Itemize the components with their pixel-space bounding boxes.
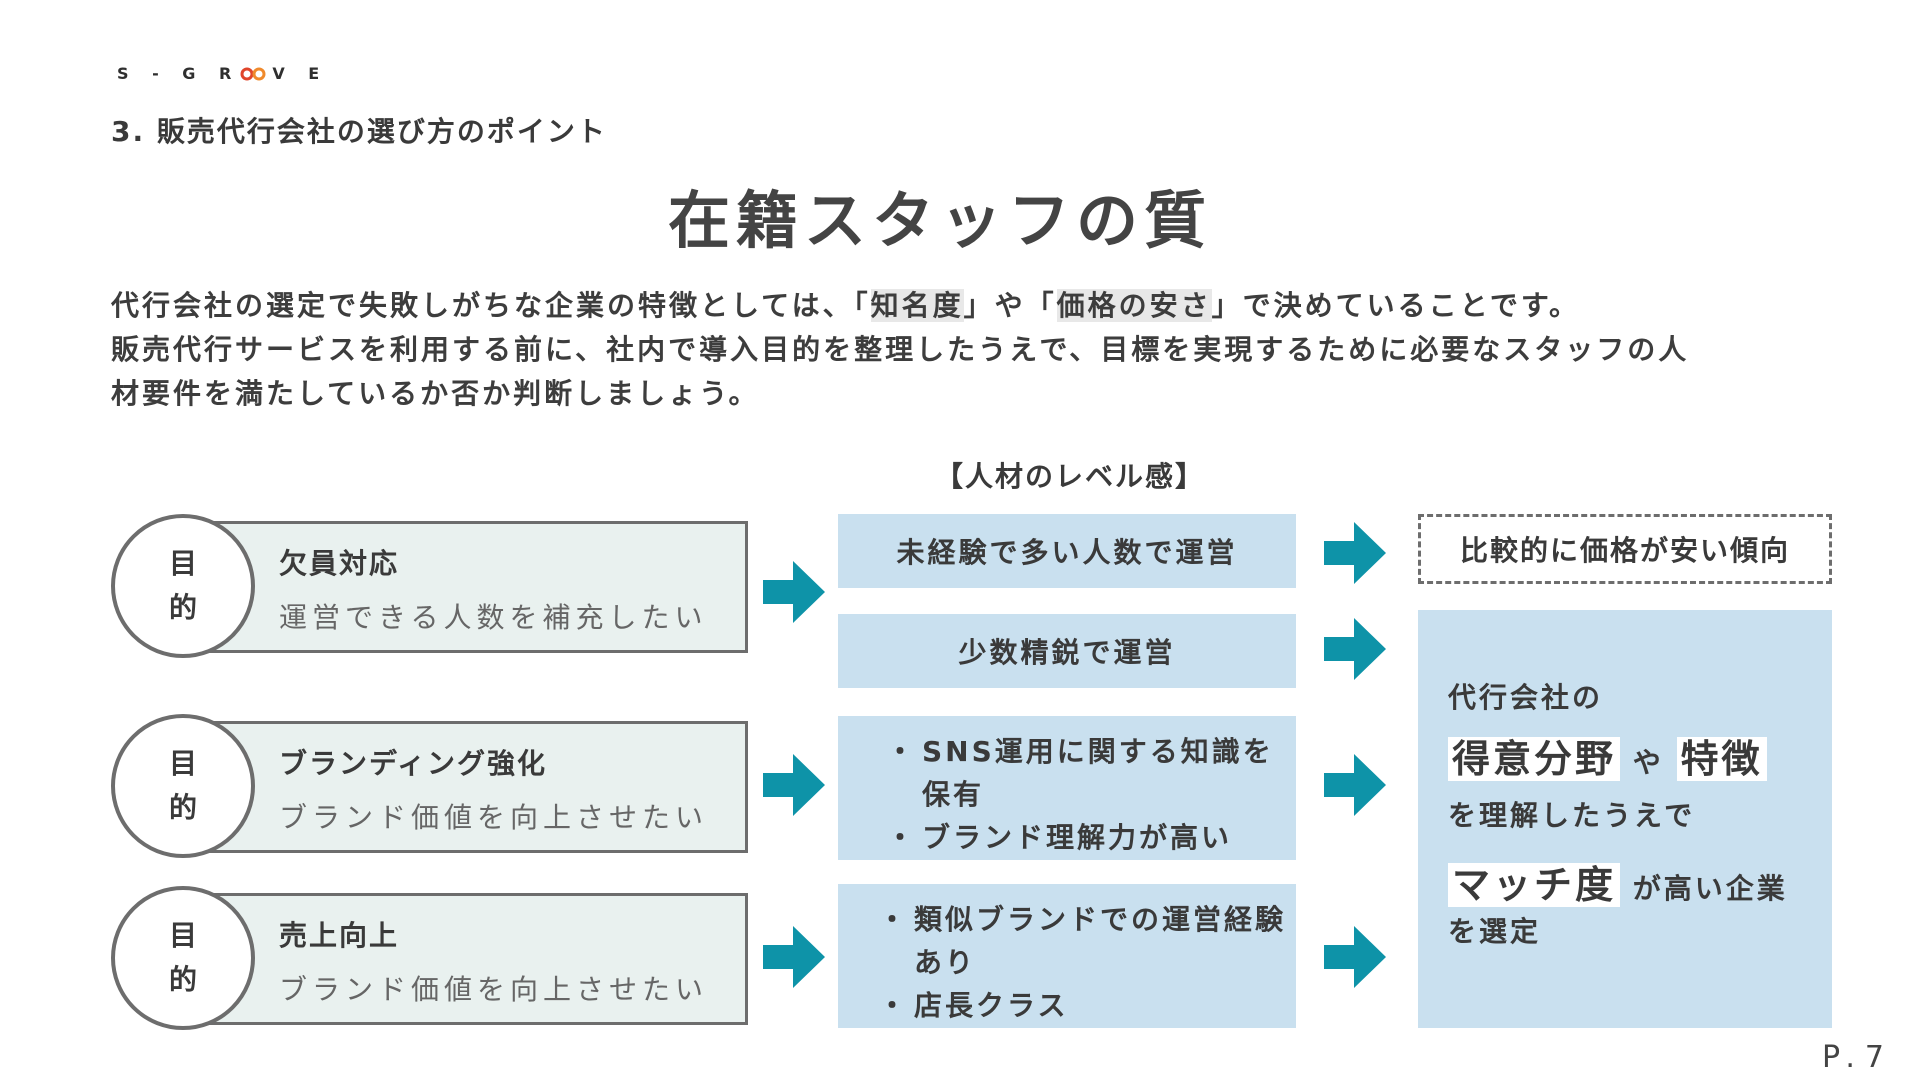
outcome-line-2: 得意分野 や 特徴 xyxy=(1448,728,1767,783)
purpose-badge: 目 的 xyxy=(111,714,255,858)
arrow-right-icon xyxy=(1324,754,1386,816)
purpose-badge: 目 的 xyxy=(111,514,255,658)
purpose-card: 目 的 欠員対応 運営できる人数を補充したい xyxy=(111,514,751,662)
arrow-right-icon xyxy=(763,561,825,623)
outcome-line-4: マッチ度 が高い企業 xyxy=(1448,854,1788,909)
purpose-card: 目 的 ブランディング強化 ブランド価値を向上させたい xyxy=(111,714,751,862)
purpose-badge-line2: 的 xyxy=(168,963,197,996)
purpose-heading: 欠員対応 xyxy=(279,547,400,580)
level-bullet: SNS運用に関する知識を保有 xyxy=(886,730,1296,816)
highlight-name-recognition: 知名度 xyxy=(870,289,964,322)
brand-logo: S - G R V E xyxy=(117,64,328,83)
level-box: 類似ブランドでの運営経験あり 店長クラス xyxy=(838,884,1296,1028)
logo-text-right: V E xyxy=(272,64,329,83)
intro-text: 代行会社の選定で失敗しがちな企業の特徴としては、「知名度」や「価格の安さ」で決め… xyxy=(111,284,1891,416)
highlight-low-price: 価格の安さ xyxy=(1056,289,1212,322)
purpose-badge-line2: 的 xyxy=(168,591,197,624)
intro-line-1-a: 代行会社の選定で失敗しがちな企業の特徴としては、「 xyxy=(111,289,871,322)
intro-line-3: 材要件を満たしているか否か判断しましょう。 xyxy=(111,377,760,410)
level-box: 少数精鋭で運営 xyxy=(838,614,1296,688)
outcome-line-5: を選定 xyxy=(1448,915,1542,948)
level-bullet: 店長クラス xyxy=(878,984,1296,1027)
logo-infinity-icon xyxy=(240,67,266,80)
intro-line-1-c: 」で決めていることです。 xyxy=(1211,289,1581,322)
purpose-box xyxy=(191,521,748,653)
page-title: 在籍スタッフの質 xyxy=(667,184,1212,257)
outcome-strength: 得意分野 xyxy=(1448,737,1621,781)
purpose-description: ブランド価値を向上させたい xyxy=(279,801,709,834)
level-bullet: 類似ブランドでの運営経験あり xyxy=(878,898,1296,984)
purpose-badge-line1: 目 xyxy=(168,547,197,580)
arrow-right-icon xyxy=(1324,618,1386,680)
arrow-right-icon xyxy=(1324,522,1386,584)
page-number: P.7 xyxy=(1821,1040,1894,1075)
purpose-box xyxy=(191,893,748,1025)
purpose-box xyxy=(191,721,748,853)
logo-text-left: S - G R xyxy=(117,64,241,83)
level-box: SNS運用に関する知識を保有 ブランド理解力が高い xyxy=(838,716,1296,860)
outcome-low-price: 比較的に価格が安い傾向 xyxy=(1418,514,1832,584)
intro-line-1-b: 」や「 xyxy=(963,289,1057,322)
outcome-box: 代行会社の 得意分野 や 特徴 を理解したうえで マッチ度 が高い企業 を選定 xyxy=(1418,610,1832,1028)
intro-line-1: 代行会社の選定で失敗しがちな企業の特徴としては、「知名度」や「価格の安さ」で決め… xyxy=(111,284,1891,328)
purpose-card: 目 的 売上向上 ブランド価値を向上させたい xyxy=(111,886,751,1034)
arrow-right-icon xyxy=(763,754,825,816)
outcome-feature: 特徴 xyxy=(1676,737,1767,781)
level-heading: 【人材のレベル感】 xyxy=(934,460,1205,493)
arrow-right-icon xyxy=(1324,926,1386,988)
purpose-badge-line1: 目 xyxy=(168,747,197,780)
section-title: 3. 販売代行会社の選び方のポイント xyxy=(111,115,607,148)
intro-line-2: 販売代行サービスを利用する前に、社内で導入目的を整理したうえで、目標を実現するた… xyxy=(111,333,1690,366)
arrow-right-icon xyxy=(763,926,825,988)
outcome-connector: や xyxy=(1620,746,1677,779)
purpose-heading: 売上向上 xyxy=(279,919,400,952)
purpose-description: 運営できる人数を補充したい xyxy=(279,601,708,634)
outcome-match: マッチ度 xyxy=(1448,863,1621,907)
outcome-line-3: を理解したうえで xyxy=(1448,799,1696,832)
outcome-line-1: 代行会社の xyxy=(1448,681,1604,714)
purpose-badge-line1: 目 xyxy=(168,919,197,952)
level-bullet: ブランド理解力が高い xyxy=(886,816,1296,859)
level-box: 未経験で多い人数で運営 xyxy=(838,514,1296,588)
outcome-line-4-tail: が高い企業 xyxy=(1620,872,1788,905)
purpose-heading: ブランディング強化 xyxy=(279,747,548,780)
purpose-description: ブランド価値を向上させたい xyxy=(279,973,709,1006)
purpose-badge: 目 的 xyxy=(111,886,255,1030)
purpose-badge-line2: 的 xyxy=(168,791,197,824)
